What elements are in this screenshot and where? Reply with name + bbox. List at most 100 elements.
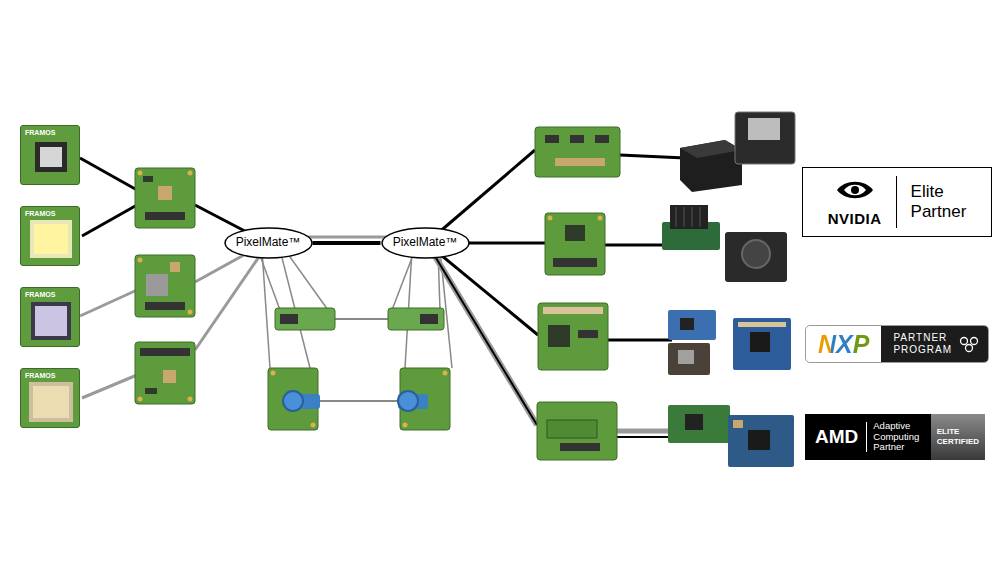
- interface-ellipse: PixelMate™: [224, 227, 313, 259]
- eye-shape: [851, 186, 859, 194]
- cable: [608, 339, 672, 342]
- brand-label: FRAMOS: [21, 288, 79, 298]
- amd-board: [668, 405, 730, 443]
- carrier-adapter-board: [537, 402, 617, 460]
- brand-label: FRAMOS: [21, 207, 79, 217]
- board-connector: [553, 258, 597, 267]
- fan: [742, 240, 770, 268]
- sensor-module: FRAMOS: [20, 368, 80, 428]
- board-component: [685, 414, 703, 430]
- heatsink: [748, 118, 780, 140]
- interface-label: PixelMate™: [236, 236, 301, 249]
- jetson-module: [735, 112, 795, 164]
- partner-icon-part: [961, 338, 968, 345]
- partner-icon-part: [966, 345, 973, 352]
- cable: [258, 250, 280, 310]
- board-component: [748, 430, 770, 450]
- sensor-module: FRAMOS: [20, 287, 80, 347]
- nxp-board: [668, 310, 716, 340]
- board-connector: [280, 314, 298, 324]
- partner-level: Adaptive Computing Partner: [867, 421, 927, 454]
- board-component: [678, 350, 694, 364]
- logo-divider: [866, 422, 867, 452]
- board-component: [170, 262, 180, 272]
- jetson-devkit: [725, 232, 787, 282]
- cable: [335, 318, 388, 320]
- board-connector: [560, 443, 600, 451]
- mounting-hole: [138, 171, 143, 176]
- board-connector: [578, 330, 598, 338]
- board-component: [143, 176, 153, 182]
- mounting-hole: [138, 258, 143, 263]
- partner-level: Elite Partner: [911, 182, 967, 223]
- board-connector: [140, 348, 190, 356]
- text-line: ELITE CERTIFIED: [937, 427, 979, 446]
- mounting-hole: [188, 310, 193, 315]
- text-line: PARTNER PROGRAM: [893, 332, 952, 357]
- jetson-devkit: [680, 140, 742, 192]
- cable: [318, 400, 400, 402]
- brand-label: FRAMOS: [21, 369, 79, 379]
- pin-header: [543, 307, 603, 314]
- cable: [430, 150, 535, 240]
- mounting-hole: [311, 423, 316, 428]
- cable-board: [275, 308, 335, 330]
- image-sensor-chip: [35, 142, 67, 172]
- board-component: [750, 332, 770, 352]
- mounting-hole: [188, 171, 193, 176]
- partner-level: ELITE CERTIFIED: [931, 414, 985, 460]
- connector-line: [313, 241, 381, 245]
- mounting-hole: [403, 423, 408, 428]
- cable-board: [388, 308, 444, 330]
- image-sensor-chip: [29, 382, 73, 422]
- adapter-board: [135, 255, 195, 317]
- heatsink-fin: [692, 207, 693, 227]
- image-sensor-chip: [30, 220, 72, 258]
- mounting-hole: [271, 371, 276, 376]
- board-connector: [570, 135, 584, 143]
- image-sensor-chip: [31, 302, 71, 340]
- logo-wordmark: AMD: [805, 426, 866, 448]
- cable: [285, 250, 328, 310]
- board-component: [733, 420, 743, 428]
- mounting-hole: [138, 397, 143, 402]
- partner-icon: [958, 335, 980, 353]
- board-component: [163, 370, 176, 383]
- nxp-board: [668, 343, 710, 375]
- board-component: [680, 318, 694, 330]
- board-component: [158, 186, 172, 200]
- heatsink-fin: [700, 207, 701, 227]
- board-component: [146, 274, 168, 296]
- ellipse-outline: [225, 228, 312, 258]
- board-component: [547, 420, 597, 438]
- coax-connector: [398, 391, 418, 411]
- board-connector: [420, 314, 438, 324]
- partner-logo: NVIDIA Elite Partner: [802, 167, 992, 237]
- carrier-adapter-board: [538, 303, 608, 370]
- eye-shape: [844, 185, 866, 196]
- cable: [262, 250, 270, 368]
- carrier-adapter-board: [535, 127, 620, 177]
- pin-header: [738, 322, 786, 327]
- adapter-board: [135, 168, 195, 228]
- brand-label: FRAMOS: [21, 126, 79, 136]
- mounting-hole: [548, 216, 553, 221]
- partner-icon-part: [971, 338, 978, 345]
- interface-ellipse: PixelMate™: [381, 227, 470, 259]
- interface-label: PixelMate™: [393, 236, 458, 249]
- cable: [620, 155, 685, 158]
- cable: [195, 248, 265, 350]
- cable: [80, 290, 137, 316]
- cable: [80, 158, 137, 190]
- heatsink: [670, 205, 708, 229]
- logo-wordmark: NVIDIA: [828, 210, 882, 227]
- heatsink-fin: [676, 207, 677, 227]
- sensor-module: FRAMOS: [20, 125, 80, 185]
- partner-logo: AMDAdaptive Computing Partner ELITE CERTI…: [805, 414, 985, 460]
- sensor-module: FRAMOS: [20, 206, 80, 266]
- board-connector: [145, 212, 185, 220]
- board-component: [555, 158, 605, 166]
- logo-wordmark: NXP: [806, 326, 881, 362]
